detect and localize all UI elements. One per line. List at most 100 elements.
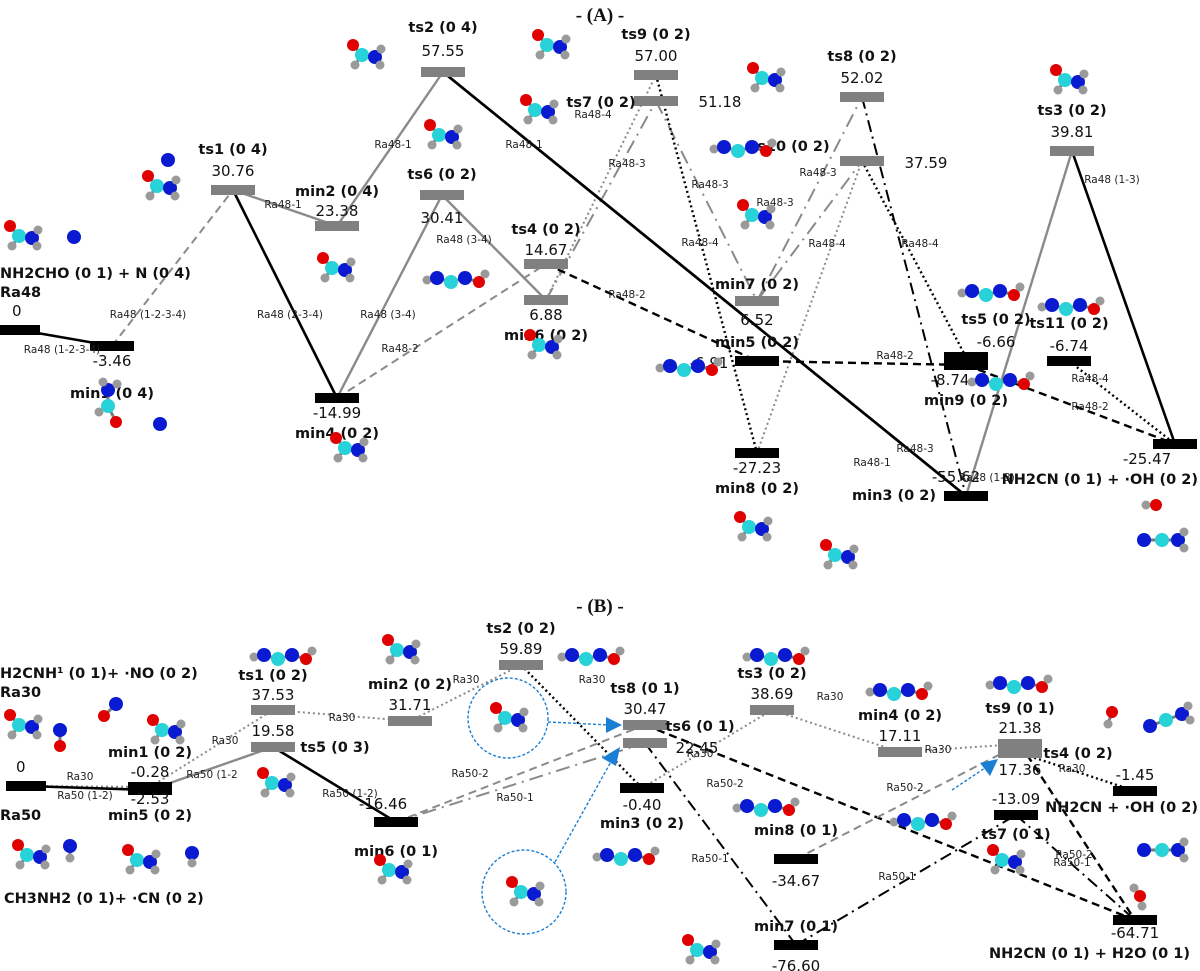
energy-level-ts9 <box>998 739 1042 749</box>
level-energy: 17.36 <box>999 761 1042 779</box>
level-energy: 0 <box>16 758 26 776</box>
molecule-icon <box>820 539 859 570</box>
level-energy: 52.02 <box>841 69 884 87</box>
path-label: Ra48 (3-4) <box>360 309 416 321</box>
energy-level-ts7 <box>634 96 678 106</box>
path-label: Ra30 <box>67 771 94 783</box>
energy-levels <box>0 67 1197 950</box>
reaction-path-line <box>409 664 522 722</box>
path-label: Ra30 <box>212 735 239 747</box>
molecule-icon <box>249 646 317 666</box>
highlight-arrow <box>951 765 989 791</box>
energy-level-ts6 <box>623 738 667 748</box>
level-name: ts9 (0 2) <box>621 27 690 43</box>
energy-level-min6 <box>524 295 568 305</box>
molecule-icon <box>4 220 43 251</box>
molecule-icon <box>185 846 199 868</box>
level-name: ts2 (0 4) <box>408 20 477 36</box>
path-label: Ra48-4 <box>808 238 846 250</box>
energy-level-ts10 <box>840 156 884 166</box>
energy-level-ts2 <box>499 660 543 670</box>
reaction-path-line <box>795 814 1017 946</box>
highlight-circle <box>481 849 567 935</box>
path-label: Ra30 <box>453 674 480 686</box>
level-name: min1 (0 2) <box>108 745 192 761</box>
level-name: min7 (0 2) <box>715 277 799 293</box>
path-label: Ra48-3 <box>691 179 728 191</box>
reaction-path-line <box>111 189 234 347</box>
molecule-icon <box>592 846 660 866</box>
highlight-circle <box>467 677 549 759</box>
level-name: ts4 (0 2) <box>511 222 580 238</box>
path-label: Ra50-2 <box>886 782 923 794</box>
reaction-path-line <box>272 745 397 824</box>
level-energy: 21.38 <box>999 719 1042 737</box>
arrow-head-icon <box>980 759 998 776</box>
path-label: Ra50 (1-2) <box>57 790 113 802</box>
path-label: Ra48-2 <box>1071 401 1108 413</box>
path-label: Ra48 (1-2-3-4) <box>24 344 100 356</box>
energy-level-min2 <box>388 716 432 726</box>
path-label: Ra48 (2-3-4) <box>257 309 323 321</box>
energy-level-min8 <box>735 448 779 458</box>
molecule-icon <box>655 357 723 377</box>
molecule-icon <box>557 646 625 666</box>
level-name: min3 (0 2) <box>852 488 936 504</box>
energy-level-ts4 <box>524 259 568 269</box>
molecule-icon <box>889 811 957 831</box>
level-energy: 38.69 <box>751 685 794 703</box>
path-label: Ra50-2 <box>451 768 488 780</box>
level-energy: 30.76 <box>212 162 255 180</box>
level-energy: 51.18 <box>699 93 742 111</box>
reaction-path-line <box>441 194 547 301</box>
energy-level-min2 <box>315 221 359 231</box>
reaction-path-line <box>1015 814 1136 921</box>
path-label: Ra50-1 <box>878 871 915 883</box>
level-energy: 30.47 <box>624 700 667 718</box>
level-energy: 31.71 <box>389 696 432 714</box>
level-energy: -2.53 <box>131 790 170 808</box>
level-energy: -1.45 <box>1116 766 1155 784</box>
path-label: Ra48-3 <box>896 443 933 455</box>
level-energy: -6.66 <box>977 333 1016 351</box>
level-name: min7 (0 1) <box>754 919 838 935</box>
reactant-tag: Ra48 <box>0 285 41 301</box>
energy-level-P2 <box>1113 915 1157 925</box>
path-label: Ra48 (3-4) <box>436 234 492 246</box>
molecule-icon <box>12 839 51 870</box>
level-name: ts8 (0 2) <box>827 49 896 65</box>
energy-level-min7 <box>774 940 818 950</box>
level-name: ts1 (0 4) <box>198 142 267 158</box>
molecule-icon <box>1143 701 1195 733</box>
level-energy: -8.74 <box>931 371 970 389</box>
molecule-icon <box>742 646 810 666</box>
molecule-icon <box>967 371 1035 391</box>
path-label: Ra48-4 <box>574 109 612 121</box>
panel-b-title: - (B) - <box>576 596 623 617</box>
level-energy: 23.38 <box>316 202 359 220</box>
molecule-icon <box>1137 837 1189 863</box>
level-name: min3 (0 2) <box>600 816 684 832</box>
molecule-icon <box>506 876 545 907</box>
path-label: Ra30 <box>817 691 844 703</box>
molecule-icon <box>374 854 413 885</box>
reactant-species: NH2CHO (0 1) + N (0 4) <box>0 266 191 282</box>
level-energy: -0.28 <box>131 763 170 781</box>
path-label: Ra30 <box>687 748 714 760</box>
path-label: Ra48-1 <box>853 457 890 469</box>
energy-level-min8 <box>774 854 818 864</box>
level-energy: 19.58 <box>252 722 295 740</box>
reaction-path-line <box>644 742 797 946</box>
molecule-structures <box>4 29 1195 965</box>
energy-level-ts2 <box>421 67 465 77</box>
molecule-icon <box>682 934 721 965</box>
molecule-icon <box>347 39 386 70</box>
product-species: NH2CN (0 1) + ·OH (0 2) <box>1002 472 1198 488</box>
level-energy: 6.88 <box>529 306 562 324</box>
level-name: min6 (0 1) <box>354 844 438 860</box>
path-label: Ra50-2 <box>1055 849 1092 861</box>
level-name: ts7 (0 1) <box>981 827 1050 843</box>
